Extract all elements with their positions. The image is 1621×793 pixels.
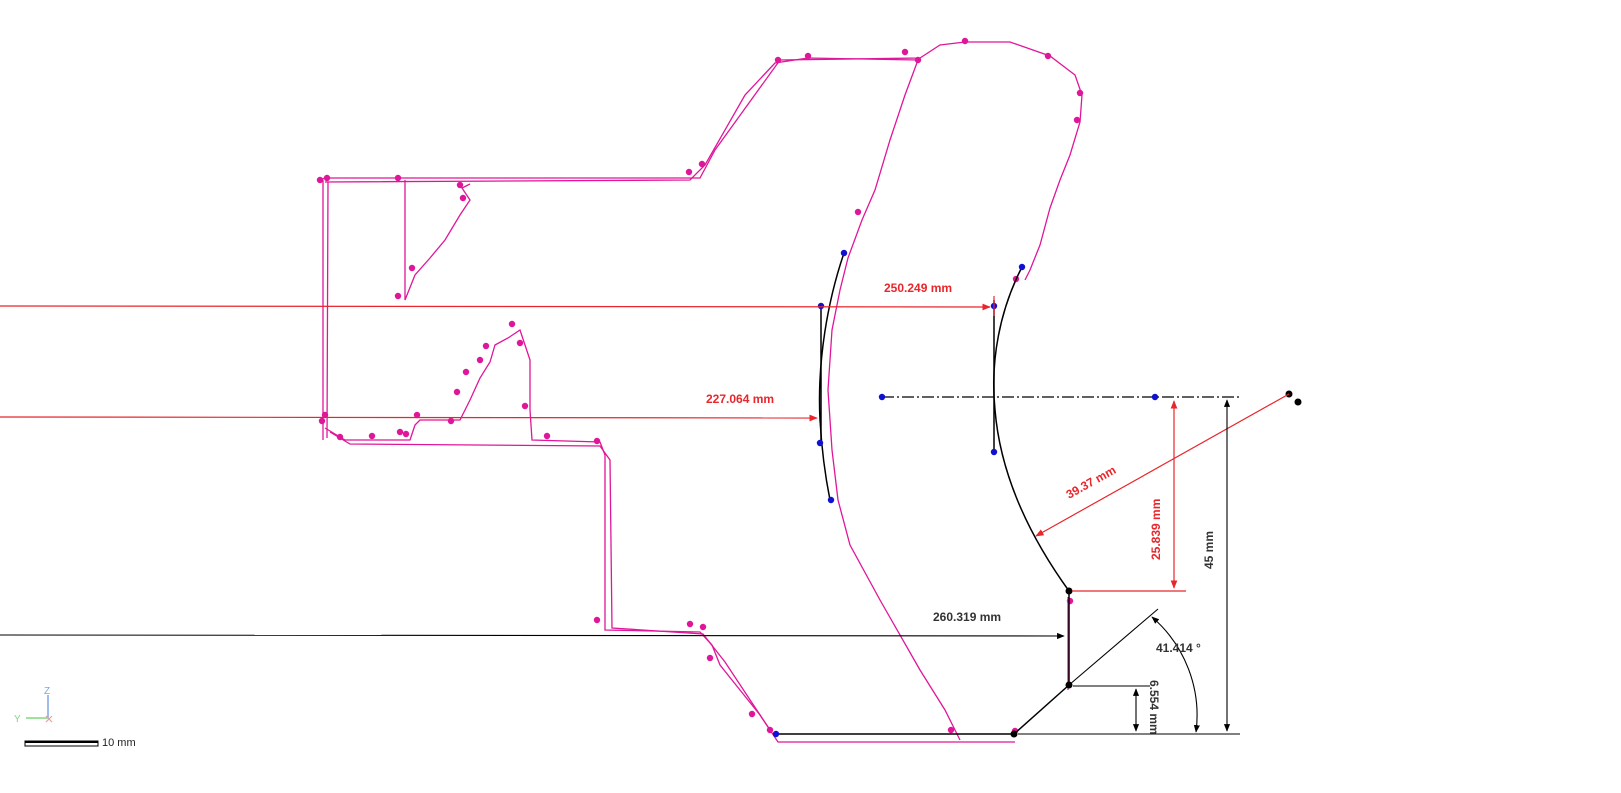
black-dimension-lines — [0, 399, 1240, 735]
axis-triad: Z Y — [14, 686, 53, 725]
dimension-6[interactable]: 6.554 mm — [1147, 680, 1161, 735]
red-dimension-lines — [0, 296, 1290, 592]
scale-bar-label: 10 mm — [102, 737, 136, 749]
profile-inner-face — [827, 59, 961, 741]
left-arc — [818, 252, 845, 501]
scale-bar: 10 mm — [24, 737, 136, 749]
chamfer — [1013, 684, 1070, 735]
measured-profile — [319, 41, 1083, 743]
dimension-260[interactable]: 260.319 mm — [933, 610, 1001, 624]
axis-y-label: Y — [14, 714, 21, 725]
dimension-45[interactable]: 45 mm — [1202, 531, 1216, 569]
profile-lower-pocket — [324, 328, 1015, 743]
dimension-39[interactable]: 39.37 mm — [1064, 463, 1119, 502]
dimension-250[interactable]: 250.249 mm — [884, 281, 952, 295]
dimension-angle[interactable]: 41.414 ° — [1156, 641, 1201, 655]
dimension-227[interactable]: 227.064 mm — [706, 392, 774, 406]
profile-vertices — [316, 37, 1084, 735]
dimension-25[interactable]: 25.839 mm — [1149, 499, 1163, 560]
axis-z-label: Z — [44, 686, 50, 697]
profile-upper-pocket — [404, 180, 471, 301]
control-points — [772, 249, 1159, 738]
right-arc — [992, 266, 1070, 592]
profile-lower-pocket-2 — [329, 431, 771, 731]
profile-outer-top-2 — [324, 57, 919, 183]
fitted-geometry — [776, 252, 1070, 735]
profile-left-vertical — [322, 180, 329, 440]
